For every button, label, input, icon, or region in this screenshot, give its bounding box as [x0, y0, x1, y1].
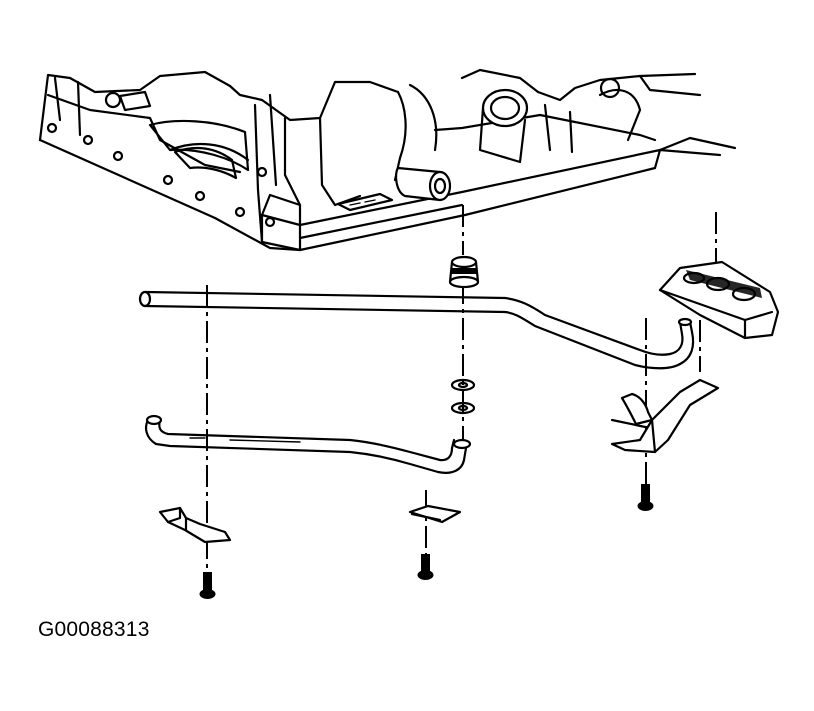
- bolt-right: [637, 484, 654, 511]
- engine-block: [38, 68, 737, 252]
- upper-bracket: [658, 260, 780, 340]
- figure-code: G00088313: [38, 618, 150, 641]
- grommet: [448, 255, 480, 289]
- center-clip: [408, 504, 462, 524]
- upper-cooler-line: [138, 290, 695, 370]
- left-clip: [158, 506, 232, 544]
- lower-clip-bracket: [610, 378, 720, 454]
- washers: [450, 378, 476, 415]
- lower-cooler-line: [145, 414, 472, 474]
- bolt-left: [199, 572, 216, 599]
- bolt-center: [417, 554, 434, 580]
